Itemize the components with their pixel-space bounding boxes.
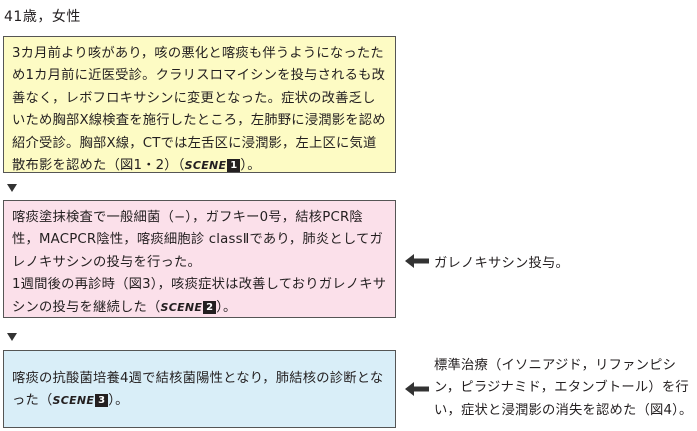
- box2-tail: ）。: [216, 299, 237, 315]
- down-triangle-icon: [7, 184, 17, 192]
- scene-2-label: SCENE: [160, 300, 203, 314]
- scene-2-number: 2: [203, 300, 217, 314]
- case-box-initial: 3カ月前より咳があり，咳の悪化と喀痰も伴うようになったため1カ月前に近医受診。ク…: [3, 36, 396, 173]
- down-triangle-icon: [7, 333, 17, 341]
- case-text-followup: 喀痰塗抹検査で一般細菌（−），ガフキー0号，結核PCR陰性，MACPCR陰性，喀…: [12, 207, 389, 319]
- box2-text1: 喀痰塗抹検査で一般細菌（−），ガフキー0号，結核PCR陰性，MACPCR陰性，喀…: [12, 210, 384, 270]
- treatment-note-galenoxacin: ガレノキサシン投与。: [434, 256, 569, 271]
- box1-text: 3カ月前より咳があり，咳の悪化と喀痰も伴うようになったため1カ月前に近医受診。ク…: [12, 46, 386, 174]
- scene-1-number: 1: [227, 159, 241, 173]
- treatment-note-standard: 標準治療（イソニアジド，リファンピシン，ピラジナミド，エタンブトール）を行い，症…: [434, 355, 696, 422]
- case-text-initial: 3カ月前より咳があり，咳の悪化と喀痰も伴うようになったため1カ月前に近医受診。ク…: [12, 43, 389, 177]
- case-box-followup: 喀痰塗抹検査で一般細菌（−），ガフキー0号，結核PCR陰性，MACPCR陰性，喀…: [3, 200, 396, 318]
- box2-text2: 1週間後の再診時（図3），咳痰症状は改善しておりガレノキサシンの投与を継続した（: [12, 277, 387, 315]
- scene-1-label: SCENE: [184, 159, 227, 173]
- note2-text: 標準治療（イソニアジド，リファンピシン，ピラジナミド，エタンブトール）を行い，症…: [434, 358, 693, 418]
- scene-3-label: SCENE: [52, 394, 95, 408]
- left-arrow-icon: [405, 382, 429, 396]
- box3-text: 喀痰の抗酸菌培養4週で結核菌陽性となり，肺結核の診断となった（: [12, 371, 384, 409]
- box3-tail: ）。: [108, 393, 129, 409]
- box1-tail: ）。: [240, 158, 261, 174]
- case-heading: 41歳，女性: [4, 9, 81, 25]
- scene-3-number: 3: [95, 394, 109, 408]
- left-arrow-icon: [405, 254, 429, 268]
